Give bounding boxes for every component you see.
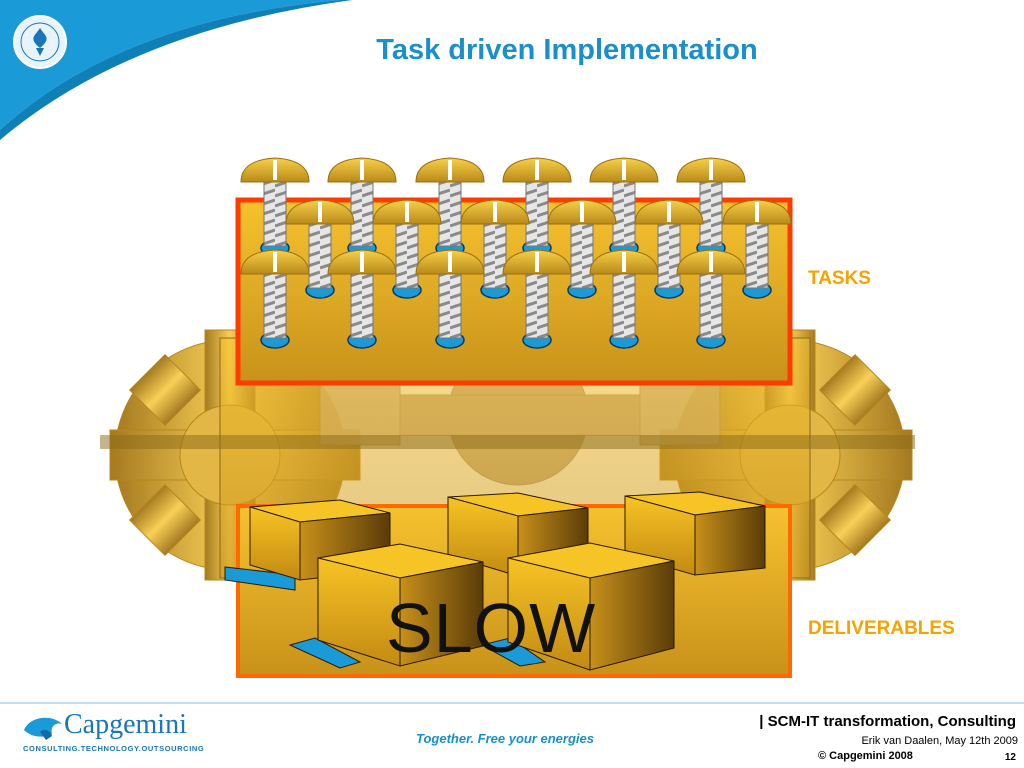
project-name: SCM-IT transformation, Consulting: [767, 713, 1016, 730]
corner-swoosh: [0, 0, 352, 140]
author-date: Erik van Daalen, May 12th 2009: [861, 735, 1018, 747]
task-machine-illustration: [100, 157, 915, 678]
project-title: | SCM-IT transformation, Consulting: [759, 713, 1016, 730]
slide-title: Task driven Implementation: [376, 34, 758, 66]
capgemini-logo-icon: [24, 717, 62, 740]
copyright: © Capgemini 2008: [818, 750, 913, 762]
tagline: Together. Free your energies: [416, 731, 594, 746]
page-number: 12: [1004, 752, 1016, 763]
logo-subtitle: CONSULTING.TECHNOLOGY.OUTSOURCING: [23, 744, 205, 753]
deliverables-label: DELIVERABLES: [808, 618, 955, 639]
footer-divider: [0, 702, 1024, 704]
slow-label: SLOW: [386, 589, 597, 667]
logo-wordmark: Capgemini: [64, 709, 187, 740]
project-prefix: |: [759, 713, 768, 730]
seal-icon: [13, 15, 67, 69]
tasks-label: TASKS: [808, 268, 871, 289]
